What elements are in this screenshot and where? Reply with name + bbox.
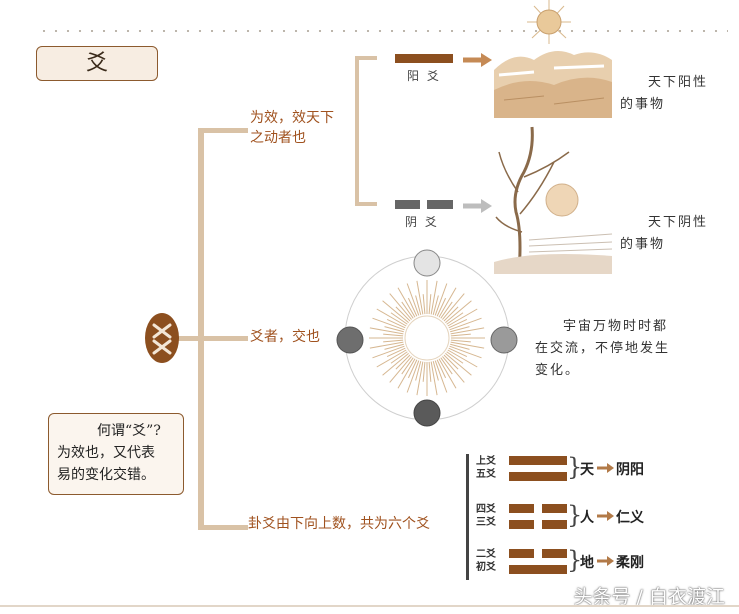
yin-description: 天下阴性 的事物 bbox=[620, 212, 708, 256]
gua-level-word: 天 bbox=[580, 459, 594, 479]
gua-yang-bar bbox=[509, 565, 567, 574]
yin-connector bbox=[355, 202, 377, 206]
yang-desc-line-1: 天下阳性 bbox=[620, 72, 708, 94]
gua-yin-bar-left bbox=[509, 504, 534, 513]
yin-desc-line-1: 天下阴性 bbox=[620, 212, 708, 234]
gua-fifth-label: 五爻 bbox=[476, 468, 496, 481]
gua-yin-bar-right bbox=[542, 520, 567, 529]
cosmos-desc-line-2: 在交流，不停地发生 bbox=[535, 338, 670, 360]
cosmos-desc-line-1: 宇宙万物时时都 bbox=[535, 316, 670, 338]
gua-yin-bar-left bbox=[509, 549, 534, 558]
yin-desc-line-2: 的事物 bbox=[620, 234, 708, 256]
yang-connector bbox=[355, 56, 377, 60]
yin-line-right bbox=[427, 200, 453, 209]
sun-ray bbox=[417, 362, 423, 395]
note-line-3: 易的变化交错。 bbox=[57, 464, 175, 486]
definition-note: 何谓“爻”? 为效也，又代表 易的变化交错。 bbox=[48, 413, 184, 495]
gua-yin-bar-left bbox=[509, 520, 534, 529]
trunk-top-arm bbox=[198, 128, 248, 133]
yang-desc-line-2: 的事物 bbox=[620, 94, 708, 116]
page-title: 爻 bbox=[36, 46, 158, 81]
gua-yin-bar-right bbox=[542, 504, 567, 513]
sun-ray bbox=[429, 362, 431, 382]
note-line-1: 何谓“爻”? bbox=[57, 420, 175, 442]
arrow-right-icon bbox=[597, 462, 615, 474]
gua-level-1-labels: 上爻 五爻 bbox=[476, 455, 496, 481]
branch-hexagram-label: 卦爻由下向上数，共为六个爻 bbox=[248, 514, 430, 534]
gua-second-label: 二爻 bbox=[476, 548, 496, 561]
yin-arrow-icon bbox=[463, 198, 493, 214]
branch-effect-line-1: 为效，效天下 bbox=[250, 108, 334, 128]
sun-ray bbox=[423, 294, 425, 314]
branch-effect-label: 为效，效天下 之动者也 bbox=[250, 108, 334, 148]
sun-ray bbox=[451, 342, 484, 348]
trunk-middle-arm bbox=[178, 336, 248, 341]
gua-first-label: 初爻 bbox=[476, 561, 496, 574]
yang-description: 天下阳性 的事物 bbox=[620, 72, 708, 116]
yin-label: 阴 爻 bbox=[405, 213, 439, 230]
sun-ray bbox=[451, 334, 471, 336]
yao-emblem bbox=[145, 313, 179, 363]
sun-ray bbox=[370, 342, 403, 348]
sun-ray bbox=[370, 328, 403, 334]
gua-level-meaning: 柔刚 bbox=[616, 552, 644, 572]
yao-emblem-icon bbox=[145, 313, 179, 363]
yang-label: 阳 爻 bbox=[407, 67, 441, 84]
gua-yang-bar bbox=[509, 456, 567, 465]
cosmos-description: 宇宙万物时时都 在交流，不停地发生 变化。 bbox=[535, 316, 670, 382]
branch-intersect-label: 爻者，交也 bbox=[250, 327, 320, 347]
branch-effect-line-2: 之动者也 bbox=[250, 128, 334, 148]
sun-ray bbox=[451, 328, 484, 334]
gua-upper-label: 上爻 bbox=[476, 455, 496, 468]
main-trunk bbox=[198, 128, 204, 530]
sun-ray bbox=[383, 340, 403, 342]
note-line-2: 为效也，又代表 bbox=[57, 442, 175, 464]
arrow-right-icon bbox=[597, 555, 615, 567]
cosmos-desc-line-3: 变化。 bbox=[535, 360, 670, 382]
gua-level-meaning: 阴阳 bbox=[616, 459, 644, 479]
yang-line bbox=[395, 54, 453, 63]
gua-fourth-label: 四爻 bbox=[476, 503, 496, 516]
gua-level-word: 地 bbox=[580, 552, 594, 572]
sun-ray bbox=[429, 294, 431, 314]
trunk-bottom-arm bbox=[198, 525, 248, 530]
cosmos-cycle-illustration bbox=[330, 245, 525, 430]
yang-arrow-icon bbox=[463, 52, 493, 68]
sun-ray bbox=[431, 281, 437, 314]
sun-ray bbox=[423, 362, 425, 382]
hexagram-bracket bbox=[466, 454, 469, 580]
dotted-divider bbox=[38, 30, 728, 32]
gua-level-2-labels: 四爻 三爻 bbox=[476, 503, 496, 529]
sun-ray bbox=[383, 334, 403, 336]
sun-ray bbox=[451, 340, 471, 342]
arrow-right-icon bbox=[597, 510, 615, 522]
sun-ray bbox=[417, 281, 423, 314]
gua-yin-bar-right bbox=[542, 549, 567, 558]
gua-level-3-labels: 二爻 初爻 bbox=[476, 548, 496, 574]
sun-ray bbox=[431, 362, 437, 395]
gua-level-meaning: 仁义 bbox=[616, 507, 644, 527]
bottom-divider bbox=[0, 605, 739, 607]
sun-landscape-illustration bbox=[494, 0, 614, 118]
yin-yang-bracket bbox=[355, 56, 359, 206]
yin-line-left bbox=[395, 200, 420, 209]
gua-yang-bar bbox=[509, 472, 567, 481]
gua-third-label: 三爻 bbox=[476, 516, 496, 529]
gua-level-word: 人 bbox=[580, 507, 594, 527]
